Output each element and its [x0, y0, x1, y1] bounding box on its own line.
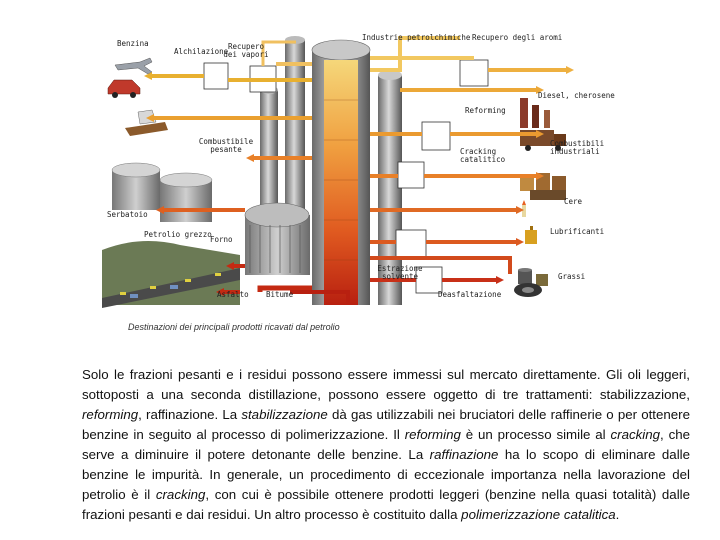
label-bitume: Bitume — [266, 290, 294, 299]
text-run-italic: cracking — [155, 487, 206, 502]
reforming-box — [421, 121, 451, 151]
label-combustibili-industriali-line2: industriali — [550, 147, 600, 156]
label-cracking-line2: catalitico — [460, 155, 506, 164]
label-cracking-line1: Cracking — [460, 147, 497, 156]
grease-bucket-icon — [518, 268, 548, 286]
text-run-italic: raffinazione — [429, 447, 499, 462]
label-recupero-vapori-line1: Recupero — [227, 42, 265, 51]
column-small-left-2 — [260, 90, 278, 210]
text-run: dà gas utilizzabili nei bruciatori delle… — [82, 407, 691, 442]
diagram-caption: Destinazioni dei principali prodotti ric… — [128, 322, 340, 332]
deasfaltazione-box — [415, 266, 443, 294]
label-combustibile-pesante: Combustibile pesante — [199, 138, 253, 154]
label-estrazione-line1: Estrazione — [377, 264, 423, 273]
text-run-italic: cracking — [610, 427, 661, 442]
body-paragraph: Solo le frazioni pesanti e i residui pos… — [82, 365, 690, 525]
label-cere: Cere — [564, 197, 583, 206]
secondary-column — [378, 75, 402, 305]
recupero-aromi-box — [459, 59, 489, 87]
ship-icon — [125, 109, 168, 136]
label-alchilazione: Alchilazione — [174, 47, 229, 56]
estrazione-box — [395, 229, 427, 259]
refinery-illustration — [102, 36, 574, 308]
refinery-diagram: Benzina Alchilazione Recupero dei vapori… — [100, 30, 615, 310]
label-estrazione-line2: solvente — [381, 272, 419, 281]
oil-can-icon — [525, 226, 537, 244]
text-run-italic: stabilizzazione — [241, 407, 328, 422]
label-industrie-petrolchimiche: Industrie petrolchimiche — [362, 33, 471, 42]
text-run: . — [615, 507, 620, 522]
label-combustibile-pesante-line1: Combustibile — [198, 137, 254, 146]
text-run: ha lo scopo di eliminare dalle benzine l… — [82, 447, 690, 502]
label-recupero-vapori-line2: dei vapori — [223, 50, 269, 59]
label-grassi: Grassi — [558, 272, 586, 281]
distillation-tower-core — [324, 60, 358, 305]
text-run: , che serve a diminuire il potere detona… — [82, 427, 691, 462]
truck-icon — [520, 130, 566, 151]
column-small-left — [285, 40, 305, 230]
text-run-italic: polimerizzazione catalitica — [461, 507, 616, 522]
label-lubrificanti: Lubrificanti — [550, 227, 605, 236]
tire-icon — [514, 283, 542, 297]
body-text: Solo le frazioni pesanti e i residui pos… — [82, 365, 690, 525]
text-run-italic: reforming — [82, 407, 139, 422]
text-run: Solo le frazioni pesanti e i residui pos… — [82, 367, 690, 402]
label-serbatoio: Serbatoio — [107, 210, 148, 219]
label-combustibili-industriali-line1: Combustibili — [550, 139, 605, 148]
label-recupero-aromi: Recupero degli aromi — [472, 33, 563, 42]
label-reforming: Reforming — [465, 106, 506, 115]
label-estrazione-solvente: Estrazione solvente — [377, 265, 422, 281]
text-run: è un processo simile al — [460, 427, 611, 442]
text-run: , raffinazione. La — [138, 407, 242, 422]
text-run-italic: reforming — [404, 427, 461, 442]
label-petrolio-grezzo: Petrolio grezzo — [144, 230, 212, 239]
plane-icon — [114, 57, 153, 75]
alchilazione-box — [203, 62, 229, 90]
label-cracking-catalitico: Cracking catalitico — [460, 148, 505, 164]
landscape — [102, 241, 240, 305]
barrels-icon — [520, 173, 566, 200]
candle-icon — [522, 200, 526, 217]
label-deasfaltazione: Deasfaltazione — [438, 290, 502, 299]
label-recupero-vapori: Recupero dei vapori — [223, 43, 268, 59]
label-forno: Forno — [210, 235, 233, 244]
chemical-bottles-icon — [520, 98, 550, 128]
text-run: , con cui è possibile ottenere prodotti … — [82, 487, 691, 522]
car-icon — [107, 79, 141, 98]
label-benzina: Benzina — [117, 39, 149, 48]
label-asfalto: Asfalto — [217, 290, 249, 299]
label-combustibili-industriali: Combustibili industriali — [550, 140, 604, 156]
label-diesel-cherosene: Diesel, cherosene — [538, 91, 615, 100]
label-combustibile-pesante-line2: pesante — [210, 145, 242, 154]
cracking-box — [397, 161, 425, 189]
